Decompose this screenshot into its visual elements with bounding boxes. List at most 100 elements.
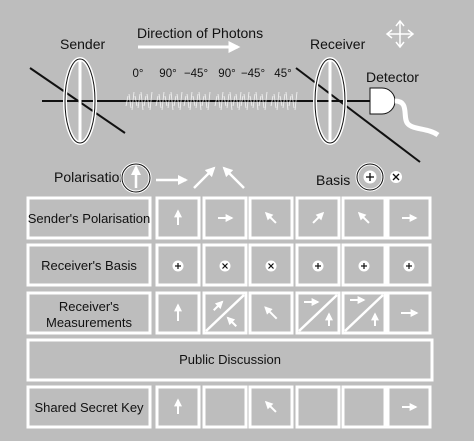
photon-stroke: [128, 93, 132, 109]
receivers-measurements-label-line1: Receiver's: [59, 299, 120, 314]
table-cell: [386, 196, 432, 240]
polarisation-arrow-icon: [264, 211, 277, 224]
cell-split-line: [344, 294, 384, 332]
polarisation-arrow-icon: [312, 211, 325, 224]
cell-icons: [172, 209, 419, 414]
row-label-cells: [26, 196, 434, 429]
photon-stroke: [235, 93, 239, 109]
basis-label: Basis: [316, 172, 350, 188]
photon-stroke: [217, 93, 221, 109]
polarisation-label: Polarisation: [54, 169, 127, 185]
photon-stroke: [246, 91, 250, 111]
photon-stroke: [176, 93, 180, 109]
receivers-measurements-label-line2: Measurements: [46, 315, 132, 330]
photon-stroke: [226, 93, 230, 109]
polarisation-arrow-icon: [357, 211, 370, 224]
photon-stroke: [201, 95, 205, 107]
photon-stroke: [183, 95, 187, 107]
photon-stroke: [288, 95, 292, 107]
table-cell: [386, 243, 432, 287]
photon-stroke: [179, 91, 183, 111]
polarisation-arrow-icon: [226, 316, 237, 327]
angle-label: −45°: [184, 68, 208, 80]
photon-stroke: [167, 93, 171, 109]
photon-stroke: [252, 93, 256, 109]
direction-label: Direction of Photons: [137, 25, 263, 41]
table-cell: [386, 385, 432, 429]
photon-stroke: [249, 95, 253, 107]
photon-stroke: [134, 95, 138, 107]
public-discussion-label: Public Discussion: [179, 352, 281, 367]
grid-cells: [155, 196, 432, 429]
photon-stroke: [264, 91, 268, 111]
move-arrows-icon: [385, 19, 415, 49]
table-cell: [295, 385, 341, 429]
shared-secret-key-label: Shared Secret Key: [34, 400, 144, 415]
photon-stroke: [294, 91, 298, 111]
cell-split-line: [205, 294, 245, 332]
detector-label: Detector: [366, 69, 419, 85]
photon-stroke: [261, 93, 265, 109]
photon-stroke: [255, 91, 259, 111]
receiver-label: Receiver: [310, 36, 366, 52]
photon-stroke: [207, 91, 211, 111]
angle-label: 90°: [159, 68, 176, 80]
photon-scribbles: [125, 91, 298, 111]
angle-label: −45°: [241, 68, 265, 80]
photon-stroke: [240, 95, 244, 107]
photon-stroke: [146, 93, 150, 109]
photon-stroke: [282, 93, 286, 109]
photon-stroke: [238, 91, 242, 111]
photon-stroke: [143, 95, 147, 107]
polarisation-legend: [120, 162, 245, 194]
photon-stroke: [232, 95, 236, 107]
photon-stroke: [131, 91, 135, 111]
polarisation-arrow-icon: [264, 306, 278, 320]
photon-stroke: [189, 91, 193, 111]
photon-stroke: [204, 93, 208, 109]
basis-legend: [355, 162, 402, 192]
detector-icon: [369, 87, 440, 138]
photon-stroke: [285, 91, 289, 111]
photon-stroke: [214, 95, 218, 107]
polarisation-arrow-icon: [213, 300, 224, 311]
photon-stroke: [291, 93, 295, 109]
angle-label: 90°: [218, 68, 235, 80]
photon-stroke: [258, 95, 262, 107]
sender-label: Sender: [60, 36, 105, 52]
table-cell: [202, 243, 248, 287]
photon-stroke: [223, 95, 227, 107]
photon-stroke: [192, 95, 196, 107]
photon-stroke: [195, 93, 199, 109]
photon-stroke: [161, 91, 165, 111]
photon-stroke: [170, 91, 174, 111]
photon-stroke: [243, 93, 247, 109]
receiver-polariser: [313, 57, 347, 145]
senders-polarisation-label: Sender's Polarisation: [28, 211, 150, 226]
photon-stroke: [155, 95, 159, 107]
photon-stroke: [220, 91, 224, 111]
protocol-table: Sender's Polarisation Receiver's Basis R…: [26, 196, 434, 429]
receivers-basis-label: Receiver's Basis: [41, 258, 137, 273]
photon-stroke: [140, 91, 144, 111]
sender-polariser: [63, 57, 97, 145]
cell-split-line: [298, 294, 338, 332]
photon-stroke: [279, 95, 283, 107]
photon-stroke: [125, 95, 129, 107]
photon-stroke: [173, 95, 177, 107]
photon-stroke: [186, 93, 190, 109]
photon-stroke: [149, 91, 153, 111]
photon-stroke: [198, 91, 202, 111]
photon-stroke: [229, 91, 233, 111]
table-cell: [202, 385, 248, 429]
angle-label: 45°: [274, 68, 291, 80]
photon-stroke: [164, 95, 168, 107]
angle-label: 0°: [133, 68, 144, 80]
table-cell: [341, 385, 387, 429]
polarisation-arrow-icon: [264, 400, 277, 413]
photon-stroke: [276, 91, 280, 111]
angle-labels: 0° 90° −45° 90° −45° 45°: [133, 68, 292, 80]
sender-diagonal-line: [29, 67, 126, 134]
photon-stroke: [158, 93, 162, 109]
